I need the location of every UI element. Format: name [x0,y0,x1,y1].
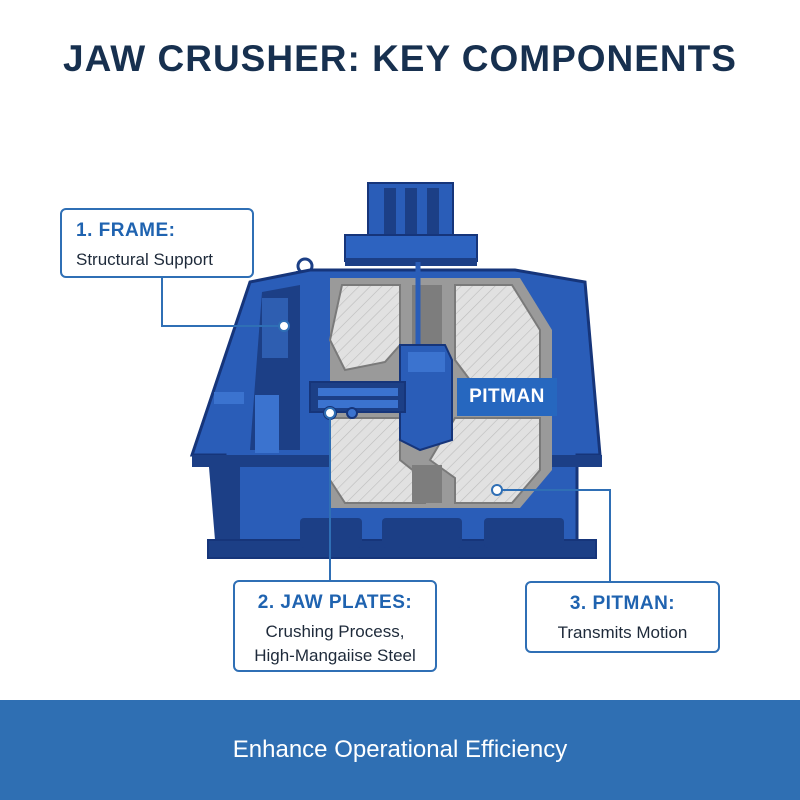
pitman-leader-dot [491,484,503,496]
pitman-leader-line [497,489,611,581]
frame-leader-line [161,278,284,327]
pitman-callout-text: Transmits Motion [557,623,688,642]
footer-banner: Enhance Operational Efficiency [0,700,800,800]
page-title: JAW CRUSHER: KEY COMPONENTS [63,38,737,79]
frame-leader-dot [278,320,290,332]
pitman-callout-heading: 3. PITMAN: [569,593,676,614]
footer-text: Enhance Operational Efficiency [232,736,568,763]
eccentric-shaft-housing [344,182,478,266]
frame-callout: 1. FRAME: Structural Support [60,208,254,278]
frame-callout-text: Structural Support [76,250,214,269]
jaw-plates-callout-heading: 2. JAW PLATES: [257,592,413,613]
jaw-plates-leader-dot [324,407,336,419]
jaw-plates-callout-line-1: Crushing Process, [265,622,405,641]
pitman-tag: PITMAN [457,378,557,416]
leader-lines [161,278,611,581]
frame-callout-heading: 1. FRAME: [76,220,176,241]
pitman-callout: 3. PITMAN: Transmits Motion [525,581,720,653]
jaw-plates-callout-line-2: High-Mangaiise Steel [254,646,416,665]
jaw-plates-callout: 2. JAW PLATES: Crushing Process, High-Ma… [233,580,437,672]
